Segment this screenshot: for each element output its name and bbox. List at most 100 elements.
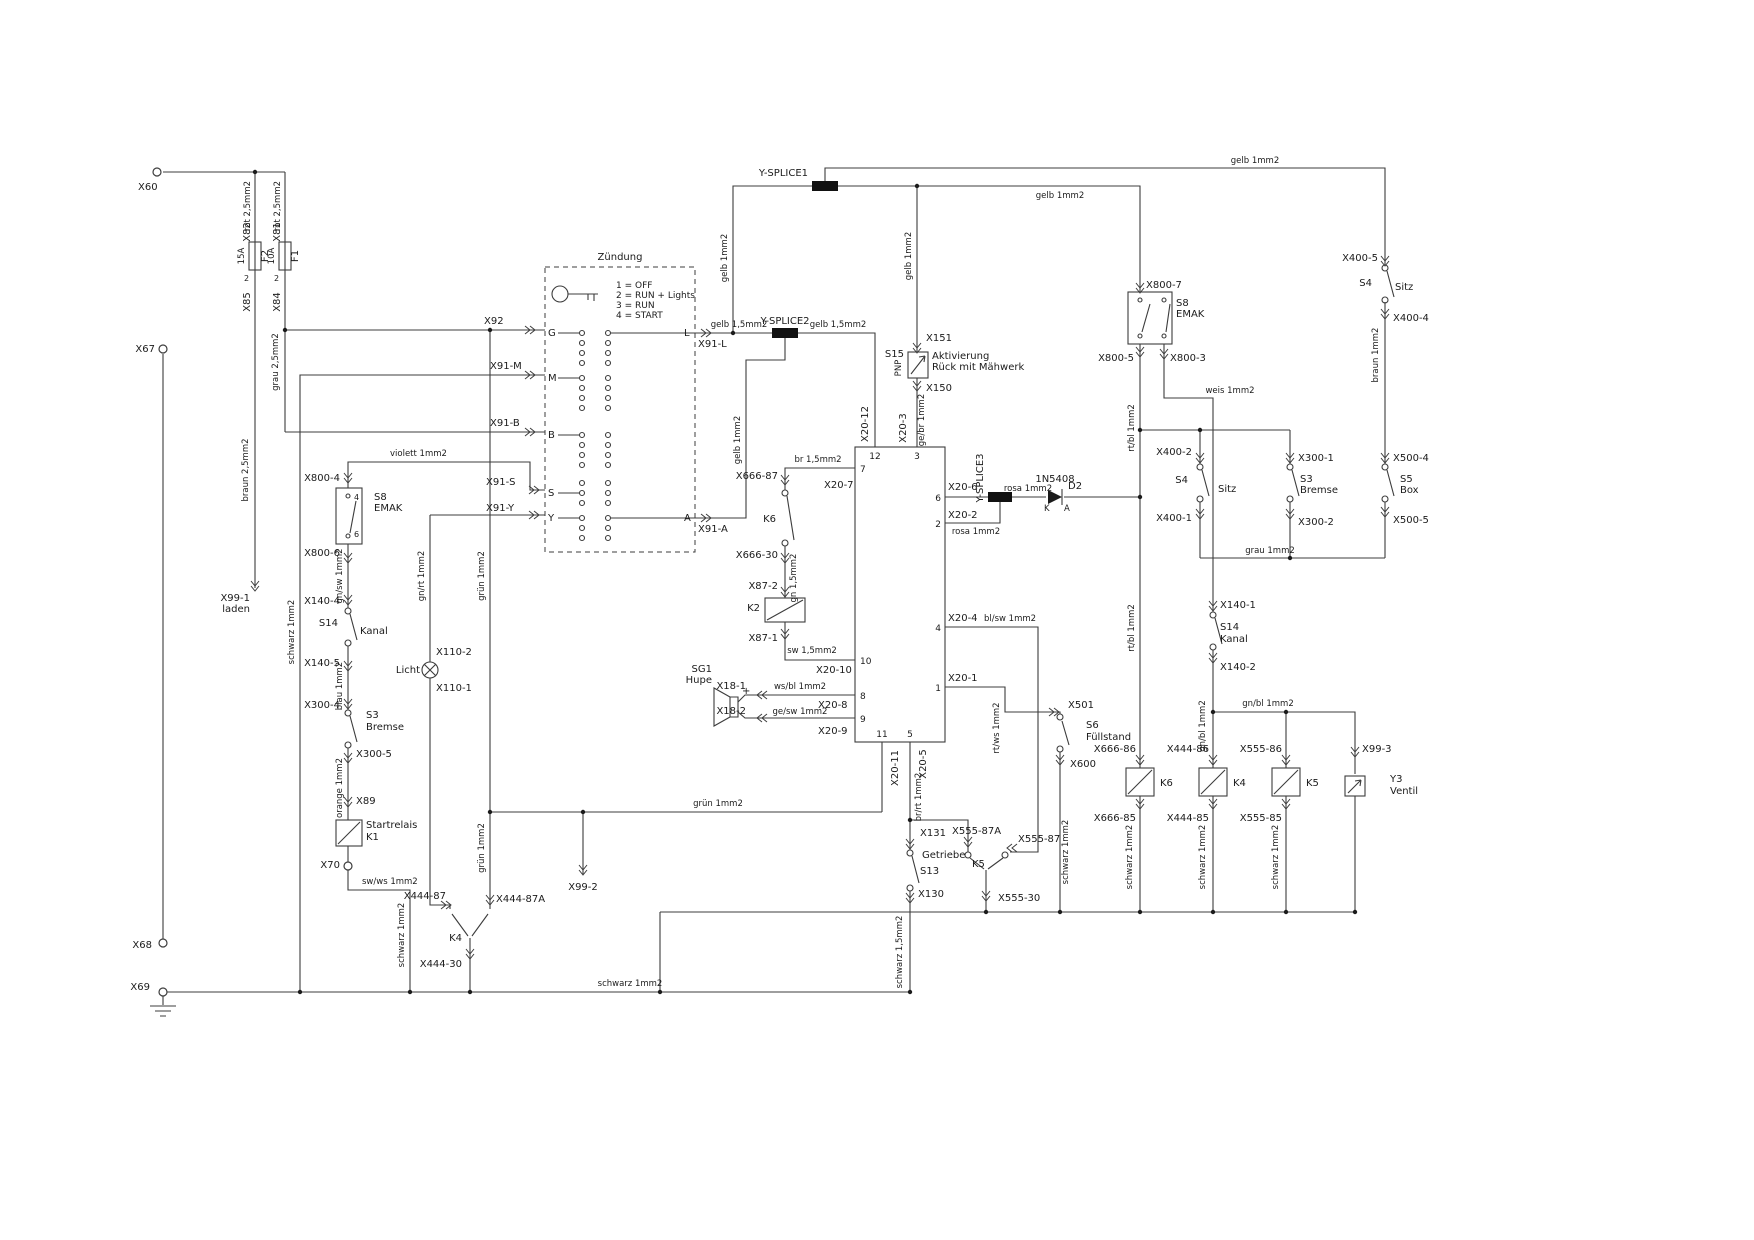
label-wire-schwarz-m: schwarz 1mm2 <box>287 600 297 665</box>
label-x67: X67 <box>135 344 155 355</box>
label-wire-gelb-va: gelb 1mm2 <box>733 416 743 464</box>
label-diode-type: 1N5408 <box>1035 474 1074 485</box>
label-x69: X69 <box>130 982 150 993</box>
label-x110-2: X110-2 <box>436 647 472 658</box>
label-x140-1: X140-1 <box>1220 600 1256 611</box>
label-s8-left: S8 <box>374 492 387 503</box>
ignition-contact <box>604 329 612 337</box>
label-wire-gelb-top: gelb 1mm2 <box>1036 191 1084 201</box>
label-s3-left: S3 <box>366 710 379 721</box>
ignition-contact <box>578 479 586 487</box>
label-key-legend-4: 4 = START <box>616 311 663 321</box>
label-x20-5: X20-5 <box>918 749 929 779</box>
label-wire-gebr: ge/br 1mm2 <box>917 394 927 446</box>
label-x400-4: X400-4 <box>1393 313 1429 324</box>
ignition-contact <box>578 339 586 347</box>
relay-k5-box <box>1271 767 1301 797</box>
label-bremse-right: Bremse <box>1300 485 1338 496</box>
label-wire-braun-1: braun 1mm2 <box>1371 328 1381 383</box>
label-wire-schwarz-s6: schwarz 1mm2 <box>1061 820 1071 885</box>
label-wire-blsw: bl/sw 1mm2 <box>984 614 1036 624</box>
label-wire-gelb15-a: gelb 1,5mm2 <box>711 320 768 330</box>
label-y3: Y3 <box>1389 774 1402 785</box>
label-x300-4: X300-4 <box>304 700 340 711</box>
label-x555-87a: X555-87A <box>952 826 1001 837</box>
label-x20-10: X20-10 <box>816 665 852 676</box>
valve-y3 <box>1344 775 1366 797</box>
label-fuse-f2-amp: 15A <box>237 248 247 265</box>
label-fuellstand: Füllstand <box>1086 732 1131 743</box>
label-wire-violett: violett 1mm2 <box>390 449 447 459</box>
ignition-contact <box>604 431 612 439</box>
label-x150: X150 <box>926 383 952 394</box>
label-y-splice1: Y-SPLICE1 <box>758 168 808 179</box>
ignition-contact <box>578 461 586 469</box>
label-s8-right-emak: EMAK <box>1176 309 1205 320</box>
label-diode-k: K <box>1044 504 1050 514</box>
label-k4-contact: K4 <box>449 933 462 944</box>
label-key-legend-1: 1 = OFF <box>616 281 652 291</box>
label-x20-11: X20-11 <box>890 750 901 786</box>
label-wire-sw15: sw 1,5mm2 <box>787 646 837 656</box>
label-wire-schwarz-s13: schwarz 1,5mm2 <box>895 916 905 989</box>
label-wire-gn15: gn 1,5mm2 <box>789 554 799 603</box>
label-x555-86: X555-86 <box>1240 744 1282 755</box>
label-x800-3: X800-3 <box>1170 353 1206 364</box>
label-fuse-f1-amp: 10A <box>267 248 277 265</box>
label-k6-relay: K6 <box>1160 778 1173 789</box>
y-splice1-node <box>812 181 838 191</box>
label-wire-gelb15-b: gelb 1,5mm2 <box>810 320 867 330</box>
label-x20-7: X20-7 <box>824 480 854 491</box>
label-wire-rtbl-2: rt/bl 1mm2 <box>1127 604 1137 652</box>
label-hupe: Hupe <box>686 675 712 686</box>
ignition-contact <box>578 489 586 497</box>
label-x400-2: X400-2 <box>1156 447 1192 458</box>
label-d2: D2 <box>1068 481 1082 492</box>
label-x20-12: X20-12 <box>860 406 871 442</box>
ignition-contact <box>578 384 586 392</box>
label-x18-1: X18-1 <box>716 681 746 692</box>
label-fuse-f1-pin: 2 <box>274 274 279 283</box>
label-x131: X131 <box>920 828 946 839</box>
ignition-contact <box>578 514 586 522</box>
label-s6: S6 <box>1086 720 1099 731</box>
label-x20-1: X20-1 <box>948 673 978 684</box>
label-wire-gnbl-v: gn/bl 1mm2 <box>1198 700 1208 751</box>
ignition-contact <box>578 451 586 459</box>
ignition-contact <box>604 461 612 469</box>
label-x444-87: X444-87 <box>404 891 446 902</box>
label-wire-gelb-y168: gelb 1mm2 <box>1231 156 1279 166</box>
ignition-contact <box>578 441 586 449</box>
s8-emak-right-box <box>1127 291 1173 345</box>
label-x800-5: X800-5 <box>1098 353 1134 364</box>
label-pin-9: 9 <box>860 715 866 725</box>
label-y-splice2: Y-SPLICE2 <box>759 316 809 327</box>
label-x68: X68 <box>132 940 152 951</box>
label-x84: X84 <box>272 292 283 312</box>
label-fuse-f2-pin: 2 <box>244 274 249 283</box>
label-wire-rtws: rt/ws 1mm2 <box>992 702 1002 753</box>
label-pin-8: 8 <box>860 692 866 702</box>
label-rueck-maehwerk: Rück mit Mähwerk <box>932 362 1024 373</box>
label-x600: X600 <box>1070 759 1096 770</box>
ignition-contact <box>604 394 612 402</box>
label-x20-3: X20-3 <box>898 413 909 443</box>
label-s4-top: S4 <box>1359 278 1372 289</box>
label-s14-left: S14 <box>319 618 338 629</box>
label-x666-30: X666-30 <box>736 550 778 561</box>
label-x555-30: X555-30 <box>998 893 1040 904</box>
ground-symbol <box>150 1005 176 1017</box>
wire-net-licht-k4 <box>429 514 545 992</box>
label-x140-5: X140-5 <box>304 658 340 669</box>
label-pin-3: 3 <box>914 452 920 462</box>
label-x800-4: X800-4 <box>304 473 340 484</box>
label-x800-6: X800-6 <box>304 548 340 559</box>
label-wire-gelb-v917: gelb 1mm2 <box>904 232 914 280</box>
label-box-label: Box <box>1400 485 1419 496</box>
label-diode-a: A <box>1064 504 1070 514</box>
label-y-splice3: Y-SPLICE3 <box>975 453 986 503</box>
label-x151: X151 <box>926 333 952 344</box>
label-fuse-f1: F1 <box>290 250 301 262</box>
label-x89: X89 <box>356 796 376 807</box>
